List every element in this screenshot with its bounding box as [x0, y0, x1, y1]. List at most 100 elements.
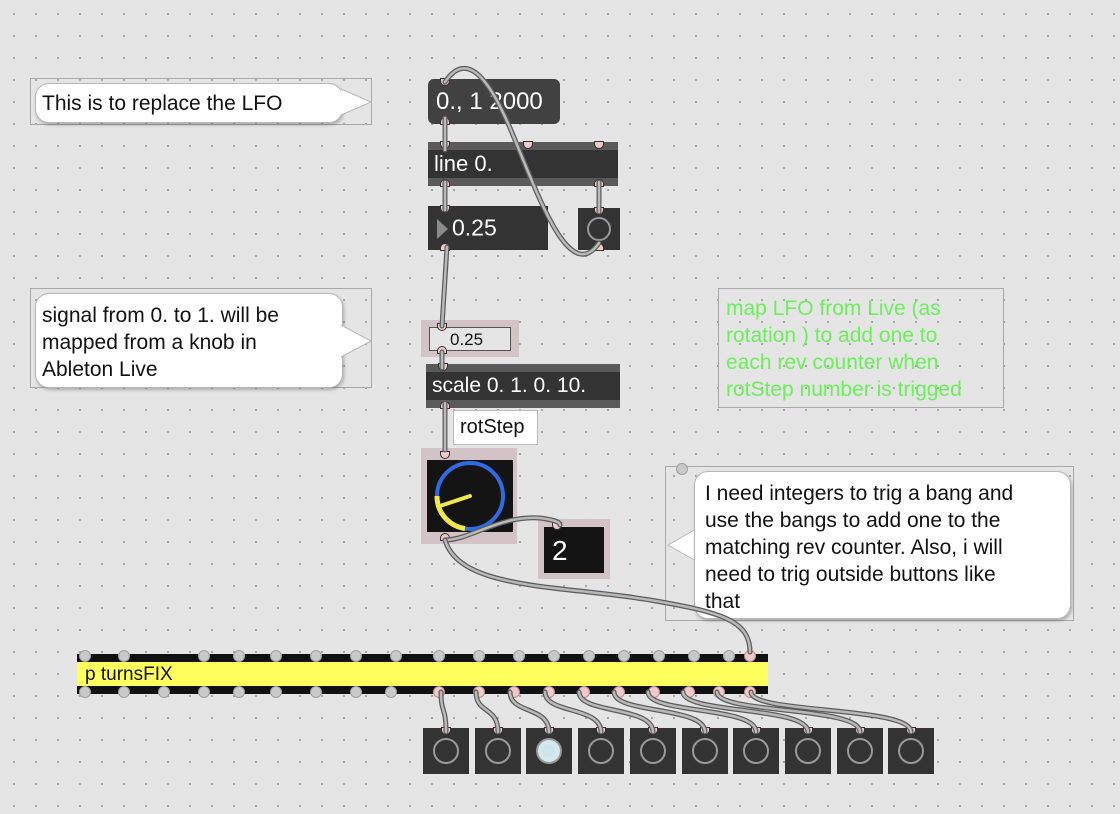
bang-button[interactable] — [578, 727, 624, 774]
subpatcher-outlet[interactable] — [713, 686, 725, 698]
dial-frame[interactable] — [421, 448, 517, 544]
subpatcher-outlet[interactable] — [744, 686, 756, 698]
subpatcher-inlet[interactable] — [198, 650, 210, 662]
subpatcher-inlet[interactable] — [79, 650, 91, 662]
subpatcher-outlet[interactable] — [310, 686, 322, 698]
outlet[interactable] — [437, 346, 447, 354]
cord-subpatcher-to-bang[interactable] — [680, 689, 811, 735]
subpatcher-outlet[interactable] — [79, 686, 91, 698]
inlet[interactable] — [596, 727, 606, 735]
inlet[interactable] — [594, 207, 604, 215]
subpatcher-outlet[interactable] — [350, 686, 362, 698]
inlet[interactable] — [441, 727, 451, 735]
subpatcher-inlet[interactable] — [233, 650, 245, 662]
subpatcher-inlet[interactable] — [513, 650, 525, 662]
cord-subpatcher-to-bang[interactable] — [611, 689, 708, 735]
subpatcher-inlet[interactable] — [350, 650, 362, 662]
subpatcher-inlet[interactable] — [688, 650, 700, 662]
subpatcher-outlet[interactable] — [543, 686, 555, 698]
bang-button[interactable] — [526, 727, 572, 774]
subpatcher-inlet[interactable] — [548, 650, 560, 662]
subpatcher-outlet[interactable] — [683, 686, 695, 698]
subpatcher-outlet[interactable] — [648, 686, 660, 698]
subpatcher-outlet[interactable] — [385, 686, 397, 698]
inlet[interactable] — [855, 727, 865, 735]
inlet[interactable] — [440, 451, 450, 459]
bang-button[interactable] — [682, 727, 728, 774]
subpatcher-turnsfix[interactable]: p turnsFIX — [77, 650, 768, 698]
bang-ring — [536, 738, 562, 764]
inlet[interactable] — [440, 78, 450, 86]
scale-object[interactable]: scale 0. 1. 0. 10. — [426, 363, 620, 409]
message-box[interactable]: 0., 1 2000 — [428, 78, 560, 125]
dial[interactable] — [427, 460, 513, 532]
bang-button[interactable] — [785, 727, 831, 774]
bang-ring — [433, 738, 459, 764]
cord-subpatcher-to-bang[interactable] — [473, 689, 501, 735]
bang-button[interactable] — [578, 207, 620, 251]
int-number-frame[interactable]: 2 — [538, 519, 610, 579]
subpatcher-inlet[interactable] — [744, 650, 756, 662]
subpatcher-outlet[interactable] — [508, 686, 520, 698]
inlet[interactable] — [648, 727, 658, 735]
bang-ring — [587, 217, 611, 241]
bang-button[interactable] — [630, 727, 676, 774]
inlet[interactable] — [803, 727, 813, 735]
float-value: 0.25 — [452, 214, 497, 241]
cord-subpatcher-to-bang[interactable] — [507, 689, 552, 735]
cord-subpatcher-to-bang[interactable] — [714, 689, 863, 735]
subpatcher-inlet[interactable] — [270, 650, 282, 662]
outlet[interactable] — [440, 117, 450, 125]
subpatcher-inlet[interactable] — [390, 650, 402, 662]
inlet[interactable] — [751, 727, 761, 735]
subpatcher-inlet[interactable] — [118, 650, 130, 662]
subpatcher-inlet[interactable] — [433, 650, 445, 662]
outlet[interactable] — [440, 243, 450, 251]
cord-subpatcher-to-bang[interactable] — [438, 689, 449, 735]
int-number-display[interactable]: 2 — [544, 527, 604, 573]
subpatcher-outlet[interactable] — [433, 686, 445, 698]
subpatcher-inlet[interactable] — [310, 650, 322, 662]
subpatcher-inlet[interactable] — [473, 650, 485, 662]
subpatcher-inlet[interactable] — [653, 650, 665, 662]
comment-line: rotStep number is trigged — [726, 378, 962, 401]
bang-button[interactable] — [733, 727, 779, 774]
subpatcher-outlet[interactable] — [158, 686, 170, 698]
subpatcher-inlet[interactable] — [618, 650, 630, 662]
cord-subpatcher-to-bang[interactable] — [645, 689, 759, 735]
line-object[interactable]: line 0. — [428, 141, 618, 187]
subpatcher-inlet[interactable] — [583, 650, 595, 662]
inlet[interactable] — [440, 205, 450, 213]
cord-subpatcher-to-bang[interactable] — [576, 689, 656, 735]
comment-line: mapped from a knob in — [42, 331, 257, 354]
inlet[interactable] — [544, 727, 554, 735]
bang-button[interactable] — [837, 727, 883, 774]
outlet[interactable] — [440, 401, 450, 409]
inlet[interactable] — [906, 727, 916, 735]
subpatcher-outlet[interactable] — [473, 686, 485, 698]
subpatcher-outlet[interactable] — [198, 686, 210, 698]
cord-float-to-flonum[interactable] — [439, 244, 450, 329]
subpatcher-outlet[interactable] — [233, 686, 245, 698]
subpatcher-outlet[interactable] — [578, 686, 590, 698]
rotstep-text: rotStep — [460, 416, 525, 438]
outlet[interactable] — [440, 533, 450, 541]
float-number-box[interactable]: 0.25 — [428, 205, 548, 251]
bang-button[interactable] — [423, 727, 469, 774]
cord-subpatcher-to-bang[interactable] — [542, 689, 604, 735]
outlet[interactable] — [440, 179, 450, 187]
scale-text: scale 0. 1. 0. 10. — [432, 374, 587, 397]
flonum-frame[interactable]: 0.25 — [421, 320, 519, 357]
subpatcher-outlet[interactable] — [613, 686, 625, 698]
subpatcher-inlet[interactable] — [723, 650, 735, 662]
outlet[interactable] — [594, 179, 604, 187]
subpatcher-outlet[interactable] — [118, 686, 130, 698]
outlet[interactable] — [594, 243, 604, 251]
bang-button[interactable] — [888, 727, 934, 774]
cord-subpatcher-to-bang[interactable] — [748, 689, 914, 735]
subpatcher-outlet[interactable] — [270, 686, 282, 698]
inlet[interactable] — [493, 727, 503, 735]
bang-button[interactable] — [475, 727, 521, 774]
inlet[interactable] — [700, 727, 710, 735]
comment-line: matching rev counter. Also, i will — [705, 536, 1003, 559]
